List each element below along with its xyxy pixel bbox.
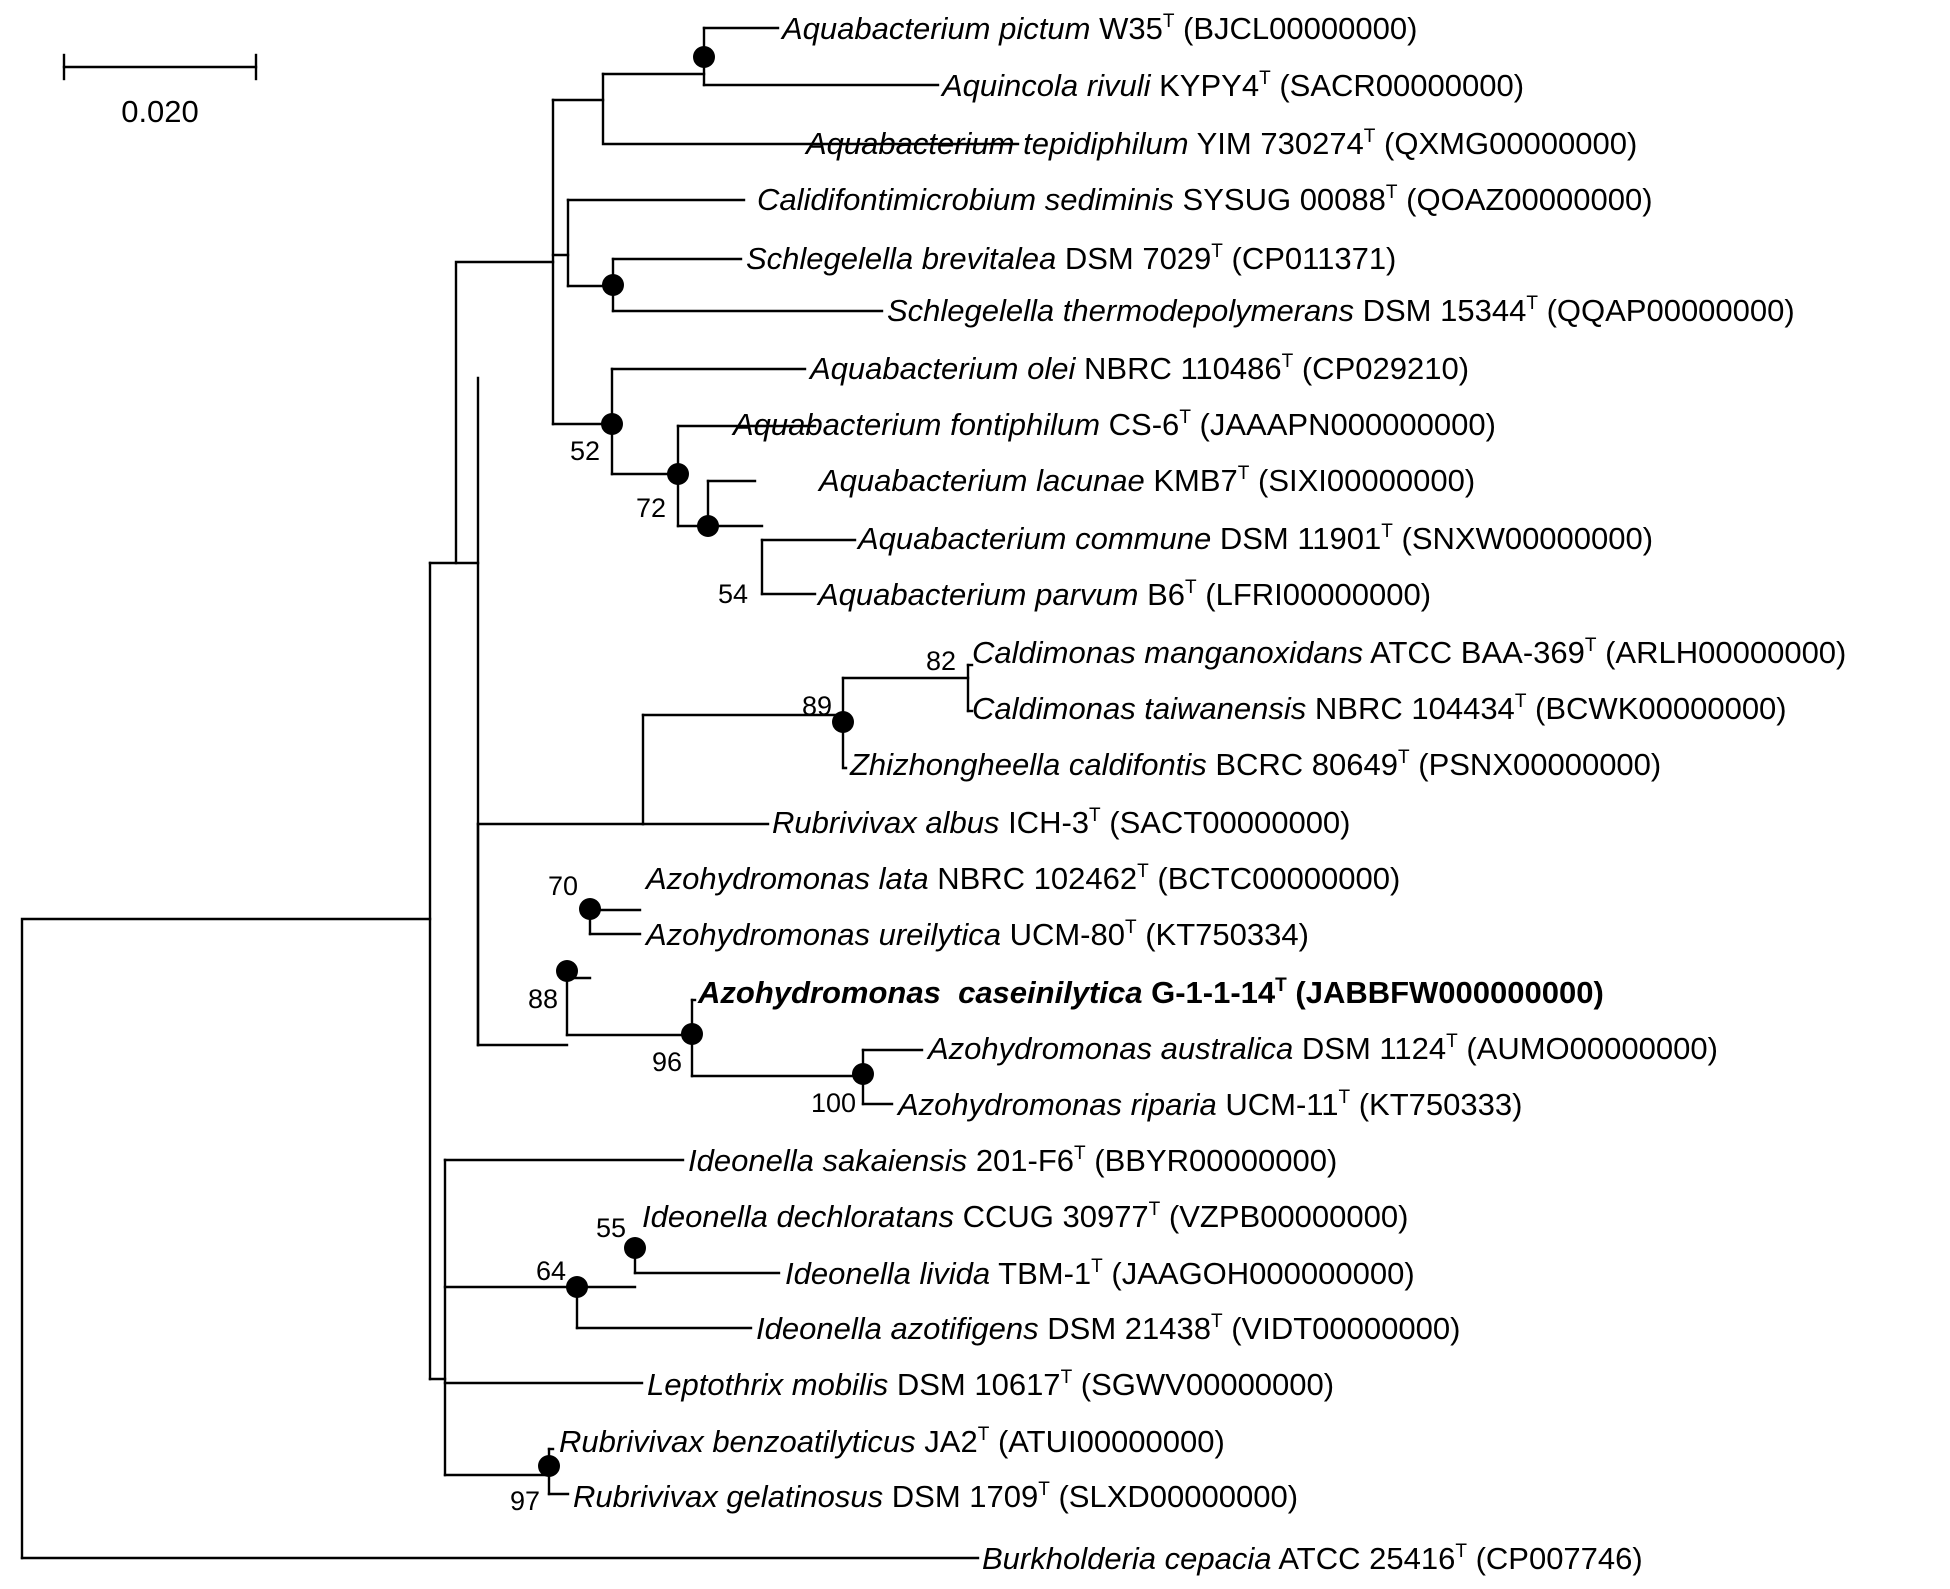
node-dot (832, 711, 854, 733)
taxon-label: Rubrivivax benzoatilyticus JA2T (ATUI000… (559, 1424, 1225, 1459)
node-dot (602, 274, 624, 296)
node-dot (538, 1455, 560, 1477)
node-dot (681, 1023, 703, 1045)
taxon-label: Aquabacterium pictum W35T (BJCL00000000) (780, 11, 1417, 46)
taxon-label: Aquabacterium fontiphilum CS-6T (JAAAPN0… (731, 407, 1496, 442)
taxon-label: Azohydromonas riparia UCM-11T (KT750333) (896, 1087, 1522, 1122)
bootstrap-value: 100 (811, 1088, 856, 1118)
taxon-label: Azohydromonas lata NBRC 102462T (BCTC000… (644, 861, 1400, 896)
taxon-label: Leptothrix mobilis DSM 10617T (SGWV00000… (647, 1367, 1334, 1402)
taxon-label: Azohydromonas ureilytica UCM-80T (KT7503… (644, 917, 1309, 952)
bootstrap-value: 52 (570, 436, 600, 466)
taxon-label: Schlegelella thermodepolymerans DSM 1534… (887, 293, 1795, 328)
taxon-label: Schlegelella brevitalea DSM 7029T (CP011… (746, 241, 1396, 276)
node-dot (624, 1237, 646, 1259)
bootstrap-value: 96 (652, 1047, 682, 1077)
taxon-label: Aquabacterium tepidiphilum YIM 730274T (… (804, 126, 1637, 161)
node-dot (579, 898, 601, 920)
taxon-label: Rubrivivax gelatinosus DSM 1709T (SLXD00… (573, 1479, 1298, 1514)
tree-branches (20, 26, 1020, 1560)
node-dot (566, 1276, 588, 1298)
taxon-label: Calidifontimicrobium sediminis SYSUG 000… (757, 182, 1653, 217)
node-dot (852, 1063, 874, 1085)
taxon-label: Zhizhongheella caldifontis BCRC 80649T (… (849, 747, 1661, 782)
taxon-label: Rubrivivax albus ICH-3T (SACT00000000) (772, 805, 1351, 840)
node-dot (556, 960, 578, 982)
taxon-label: Azohydromonas australica DSM 1124T (AUMO… (926, 1031, 1718, 1066)
node-dot (667, 463, 689, 485)
taxon-label: Ideonella sakaiensis 201-F6T (BBYR000000… (688, 1143, 1337, 1178)
bootstrap-value: 64 (536, 1256, 566, 1286)
taxon-label: Aquabacterium olei NBRC 110486T (CP02921… (808, 351, 1469, 386)
taxon-label: Ideonella dechloratans CCUG 30977T (VZPB… (642, 1199, 1408, 1234)
taxon-label: Aquabacterium lacunae KMB7T (SIXI0000000… (817, 463, 1475, 498)
node-dot (601, 413, 623, 435)
bootstrap-value: 89 (802, 691, 832, 721)
scale-bar-label: 0.020 (121, 94, 199, 129)
taxon-label: Ideonella livida TBM-1T (JAAGOH000000000… (785, 1256, 1415, 1291)
taxon-label: Aquincola rivuli KYPY4T (SACR00000000) (940, 68, 1524, 103)
taxon-labels: Aquabacterium pictum W35T (BJCL00000000)… (559, 11, 1846, 1576)
bootstrap-value: 55 (596, 1213, 626, 1243)
bootstrap-value: 54 (718, 579, 748, 609)
taxon-label-new-species: Azohydromonas caseinilytica G-1-1-14T (J… (697, 975, 1604, 1010)
taxon-label: Aquabacterium parvum B6T (LFRI00000000) (816, 577, 1431, 612)
taxon-label: Ideonella azotifigens DSM 21438T (VIDT00… (756, 1311, 1460, 1346)
bootstrap-values: 52 72 54 82 89 70 88 96 100 55 64 97 (510, 436, 956, 1516)
taxon-label-outgroup: Burkholderia cepacia ATCC 25416T (CP0077… (982, 1541, 1643, 1576)
taxon-label: Caldimonas taiwanensis NBRC 104434T (BCW… (972, 691, 1787, 726)
bootstrap-value: 72 (636, 493, 666, 523)
bootstrap-value: 82 (926, 646, 956, 676)
taxon-label: Aquabacterium commune DSM 11901T (SNXW00… (856, 521, 1653, 556)
node-dot (693, 46, 715, 68)
taxon-label: Caldimonas manganoxidans ATCC BAA-369T (… (972, 635, 1846, 670)
bootstrap-value: 97 (510, 1486, 540, 1516)
bootstrap-value: 70 (548, 871, 578, 901)
node-markers (538, 46, 874, 1477)
bootstrap-value: 88 (528, 984, 558, 1014)
node-dot (697, 515, 719, 537)
scale-bar: 0.020 (62, 53, 258, 129)
